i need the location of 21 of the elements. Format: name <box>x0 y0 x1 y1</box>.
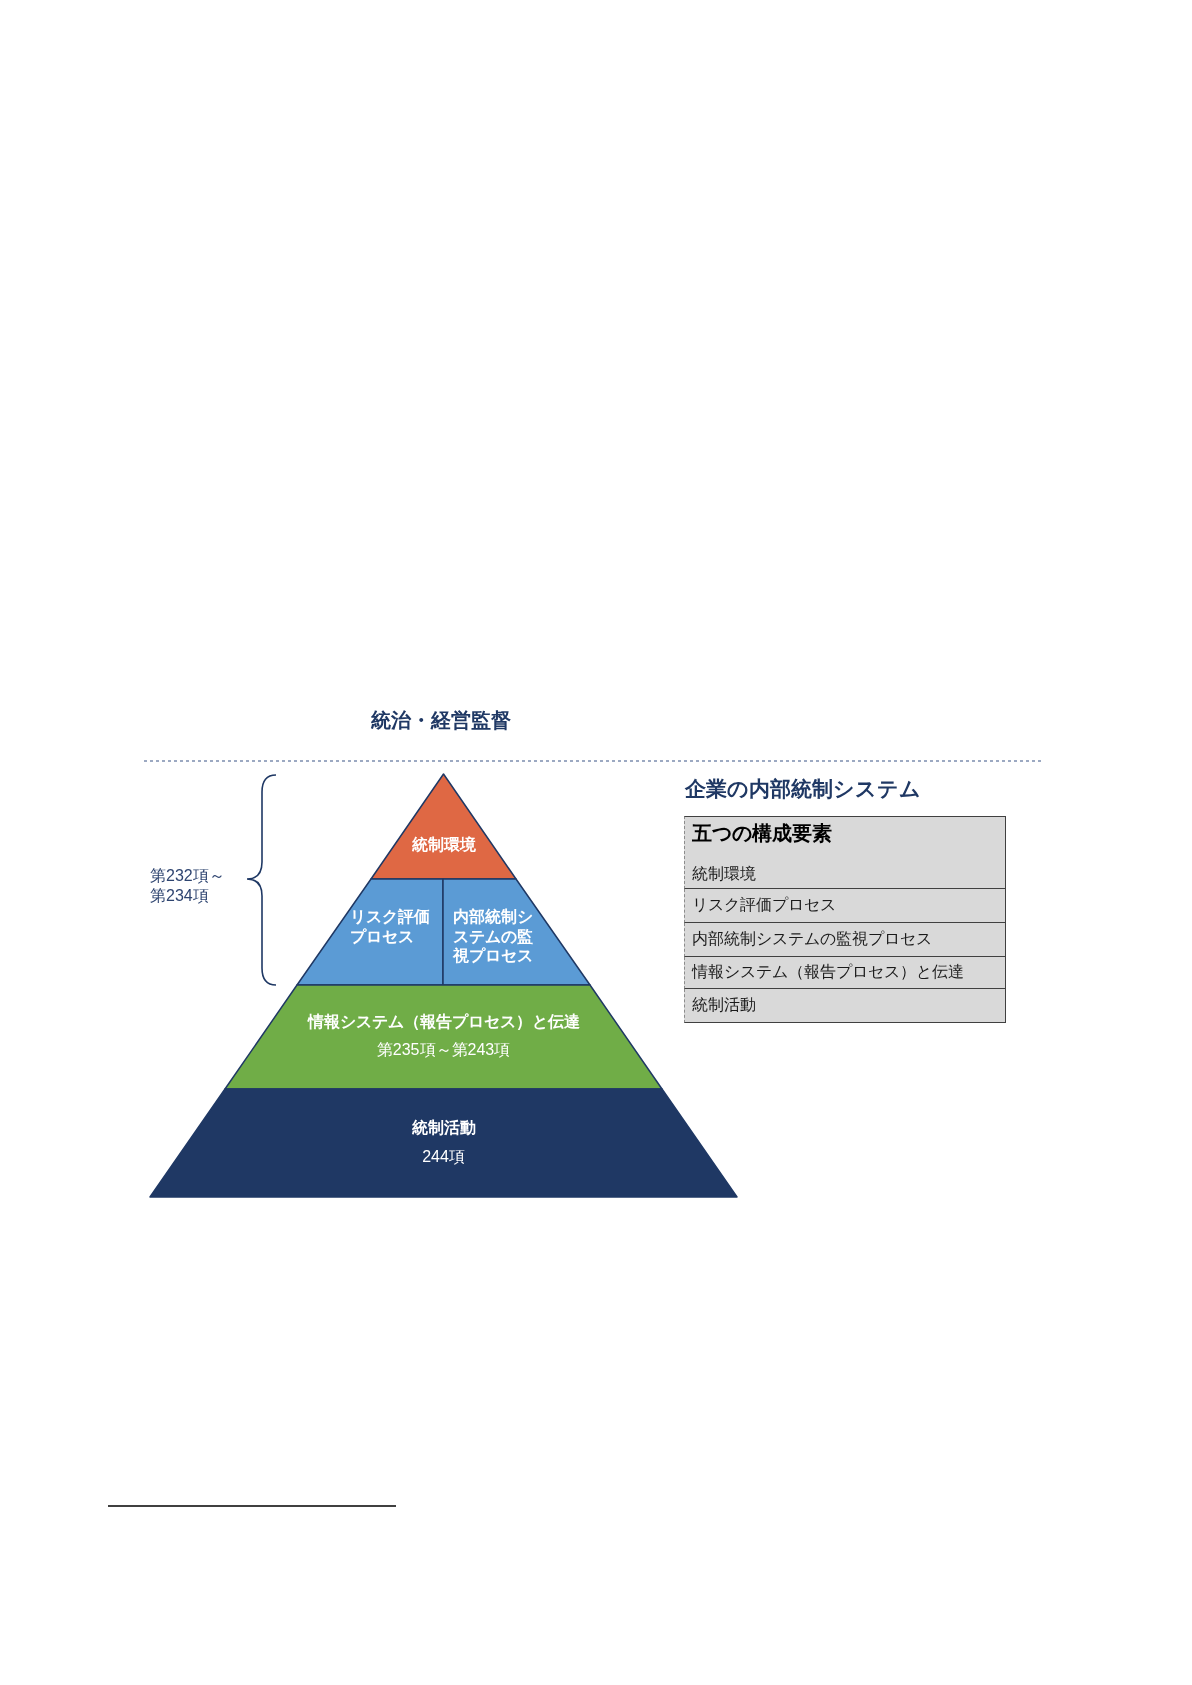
table-cell: リスク評価プロセス <box>684 889 1006 923</box>
paragraph-reference: 244項 <box>422 1147 465 1167</box>
pyramid-layer <box>150 1089 737 1197</box>
pyramid-layer <box>443 879 590 985</box>
pyramid-layer <box>371 774 516 879</box>
paragraph-reference: 第235項～第243項 <box>376 1040 511 1060</box>
layer-title: 統制活動 <box>411 1117 476 1138</box>
layer-title: リスク評価プロセス <box>349 907 431 947</box>
layer-title: 統制環境 <box>411 835 476 855</box>
layer-title: 情報システム（報告プロセス）と伝達 <box>307 1011 580 1032</box>
heading: 統治・経営監督 <box>371 708 511 732</box>
table-cell: 情報システム（報告プロセス）と伝達 <box>684 956 1006 990</box>
table-heading: 五つの構成要素 <box>692 821 832 845</box>
pyramid-layer <box>297 879 443 985</box>
heading: 企業の内部統制システム <box>685 776 921 802</box>
table-cell: 統制活動 <box>684 989 1006 1024</box>
paragraph-reference: 第232項～第234項 <box>150 866 226 905</box>
layer-title: 内部統制システムの監視プロセス <box>452 907 534 966</box>
cell-text: 統制環境 <box>692 864 756 884</box>
table-cell: 内部統制システムの監視プロセス <box>684 922 1006 957</box>
pyramid-layer <box>225 985 662 1089</box>
